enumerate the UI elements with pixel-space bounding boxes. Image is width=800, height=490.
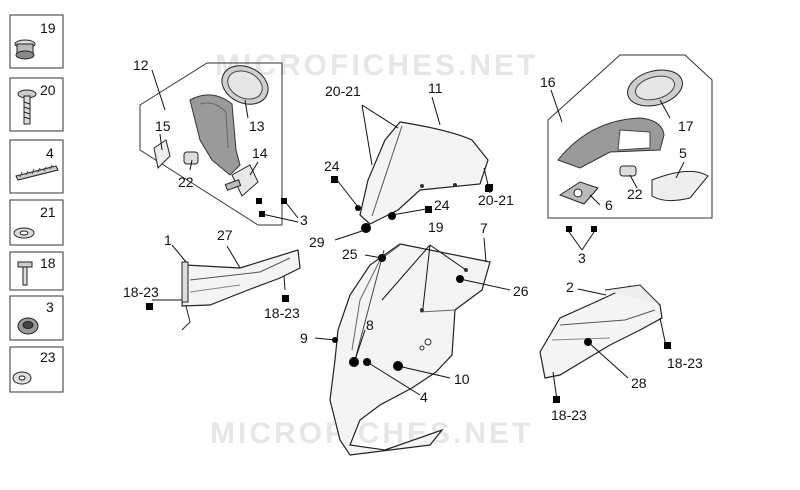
legend-item-3: 3: [9, 295, 64, 341]
watermark-bottom: MICROFICHES.NET: [210, 417, 533, 450]
left-side-panel: [146, 249, 301, 331]
watermark-top: MICROFICHES.NET: [215, 49, 538, 82]
callout-7: 7: [480, 220, 488, 236]
callout-9: 9: [300, 330, 308, 346]
callout-27: 27: [217, 227, 233, 243]
callout-20-21-top: 20-21: [325, 83, 361, 99]
legend-number: 18: [40, 255, 56, 271]
callout-10: 10: [454, 371, 470, 387]
callout-22-right: 22: [627, 186, 643, 202]
callout-24-upper: 24: [324, 158, 340, 174]
legend-item-18: 18: [9, 251, 64, 291]
legend-item-19: 19: [9, 14, 64, 69]
front-fairing: [329, 243, 491, 456]
windscreen: [331, 121, 493, 233]
callout-20-21-bottom: 20-21: [478, 192, 514, 208]
callout-24-lower: 24: [434, 197, 450, 213]
callout-1: 1: [164, 232, 172, 248]
legend-number: 3: [46, 299, 54, 315]
legend-item-20: 20: [9, 77, 64, 132]
callout-5: 5: [679, 145, 687, 161]
callout-29: 29: [309, 234, 325, 250]
rubber-washer-icon: [12, 371, 32, 385]
callout-6: 6: [605, 197, 613, 213]
callout-18-23-right: 18-23: [667, 355, 703, 371]
grommet-icon: [14, 39, 36, 60]
callout-18-23-left-lower: 18-23: [264, 305, 300, 321]
screw-icon: [17, 89, 37, 125]
callout-26: 26: [513, 283, 529, 299]
foam-strip-icon: [15, 164, 59, 181]
bolt-icon: [17, 261, 33, 286]
callout-4: 4: [420, 389, 428, 405]
legend-number: 19: [40, 20, 56, 36]
callout-28: 28: [631, 375, 647, 391]
right-mirror-assembly: [547, 54, 713, 232]
callout-19: 19: [428, 219, 444, 235]
callout-16: 16: [540, 74, 556, 90]
legend-number: 4: [46, 145, 54, 161]
callout-15: 15: [155, 118, 171, 134]
callout-17: 17: [678, 118, 694, 134]
callout-3-left: 3: [300, 212, 308, 228]
nut-icon: [17, 317, 39, 335]
legend-item-4: 4: [9, 139, 64, 194]
callout-18-23-left: 18-23: [123, 284, 159, 300]
callout-18-23-right-lower: 18-23: [551, 407, 587, 423]
legend-number: 23: [40, 349, 56, 365]
left-mirror-assembly: [139, 62, 287, 226]
legend-number: 21: [40, 204, 56, 220]
legend-number: 20: [40, 82, 56, 98]
callout-12: 12: [133, 57, 149, 73]
callout-25: 25: [342, 246, 358, 262]
callout-2: 2: [566, 279, 574, 295]
callout-11: 11: [428, 80, 443, 96]
callout-3-right: 3: [578, 250, 586, 266]
callout-22-left: 22: [178, 174, 194, 190]
right-side-panel: [539, 284, 671, 403]
callout-14: 14: [252, 145, 268, 161]
legend-item-21: 21: [9, 199, 64, 246]
washer-icon: [13, 227, 35, 239]
legend-item-23: 23: [9, 346, 64, 393]
callout-8: 8: [366, 317, 374, 333]
callout-13: 13: [249, 118, 265, 134]
